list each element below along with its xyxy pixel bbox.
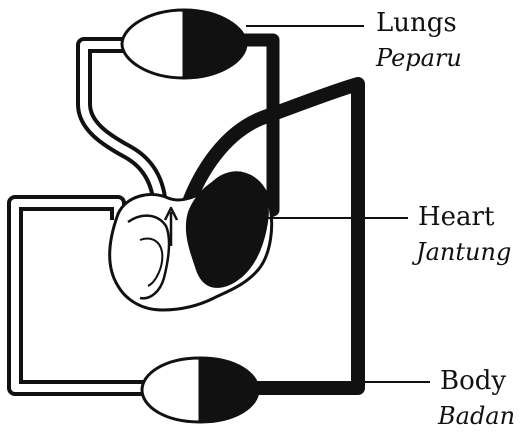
body-label: Body xyxy=(440,368,506,394)
body-white-half xyxy=(142,358,200,422)
lungs-organ xyxy=(122,10,246,78)
body-black-half xyxy=(200,358,258,422)
body-organ xyxy=(142,358,258,422)
lungs-label-malay: Peparu xyxy=(376,46,462,70)
heart-label-malay: Jantung xyxy=(416,240,511,264)
heart-label: Heart xyxy=(418,204,494,230)
lungs-label: Lungs xyxy=(376,10,457,36)
body-label-malay: Badan xyxy=(438,404,515,428)
lungs-black-half xyxy=(184,10,246,78)
lungs-white-half xyxy=(122,10,184,78)
